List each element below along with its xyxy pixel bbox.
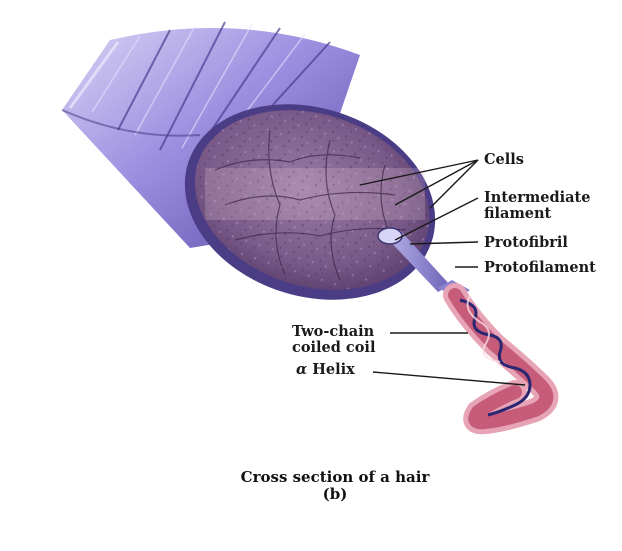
label-cells: Cells (484, 151, 524, 168)
label-alpha-helix: α Helix (296, 361, 355, 378)
label-two-chain-line2: coiled coil (292, 339, 375, 356)
label-intermediate-filament-line2: filament (484, 205, 551, 222)
label-protofibril: Protofibril (484, 234, 568, 251)
alpha-helix-text: Helix (312, 361, 355, 378)
caption-title: Cross section of a hair (210, 468, 460, 486)
caption-part: (b) (210, 485, 460, 503)
coiled-coil-helix (455, 295, 546, 422)
label-intermediate-filament-line1: Intermediate (484, 189, 590, 206)
label-two-chain-line1: Two-chain (292, 323, 374, 340)
label-protofilament: Protofilament (484, 259, 596, 276)
alpha-symbol: α (296, 361, 307, 378)
